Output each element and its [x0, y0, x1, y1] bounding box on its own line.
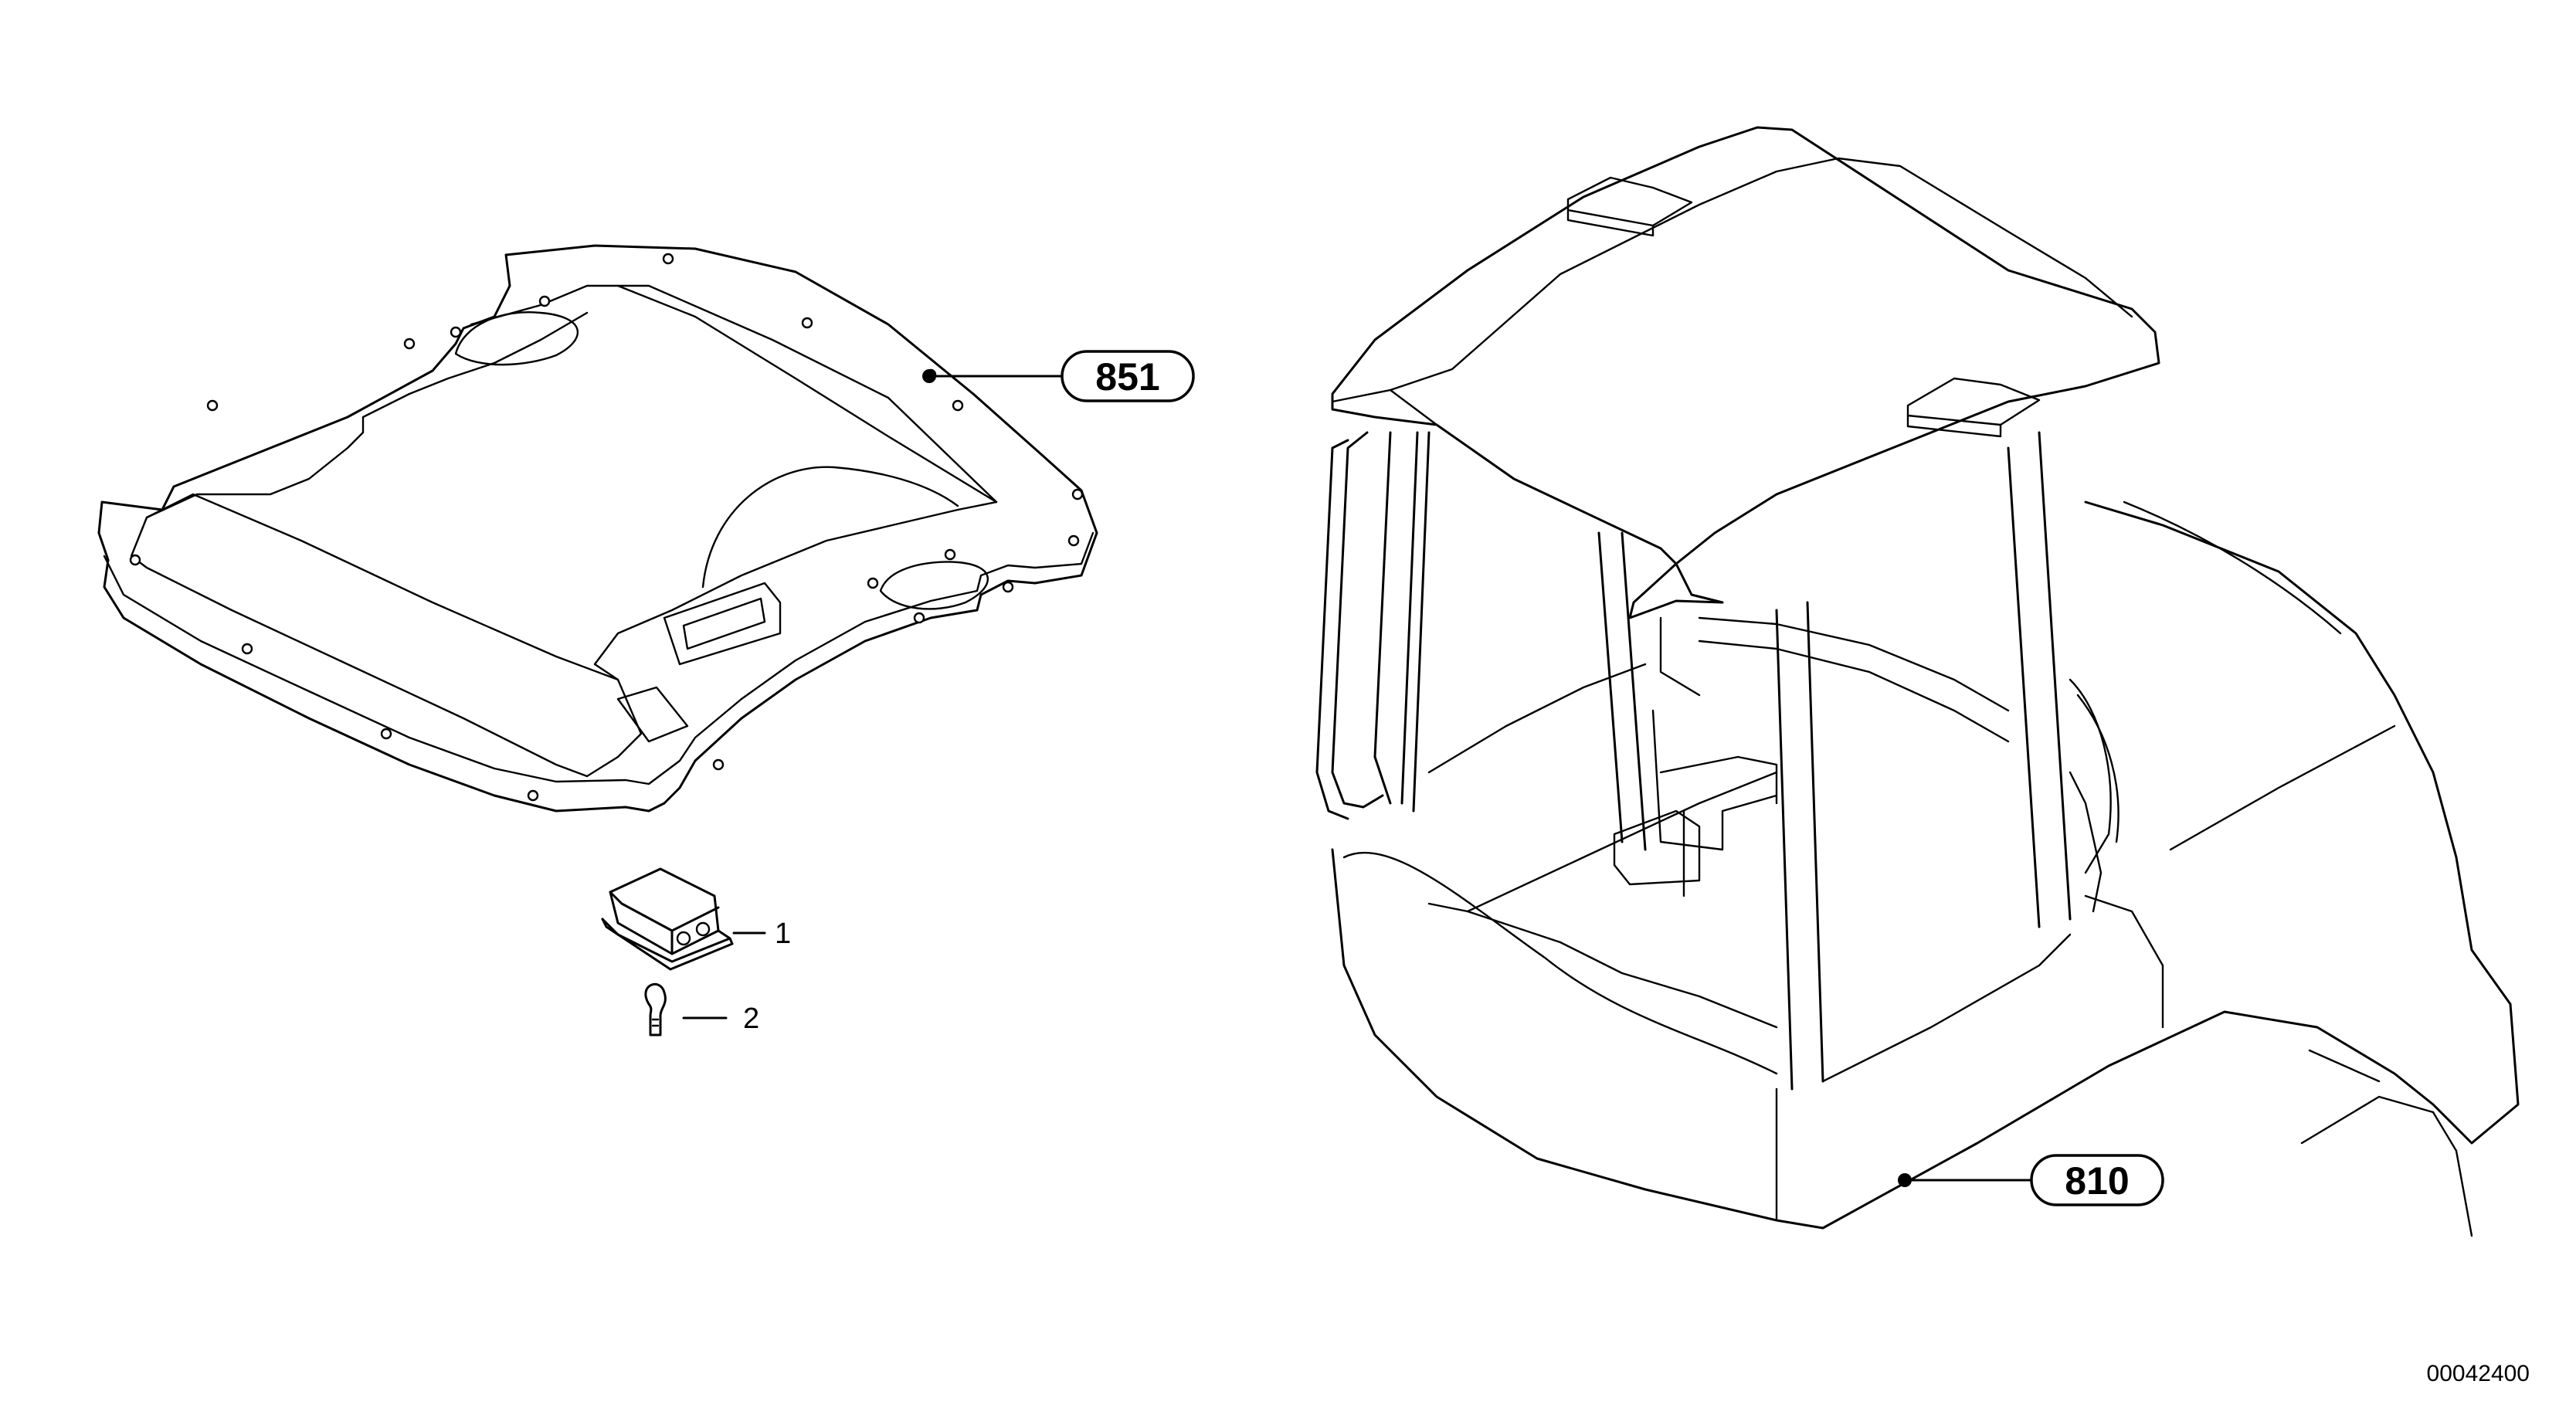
headliner-panel	[97, 244, 1098, 813]
dome-lamp: 1	[601, 867, 791, 971]
callout-label-851: 851	[1095, 355, 1159, 399]
cab-assembly	[1315, 126, 2520, 1237]
item-label-1: 1	[775, 918, 791, 950]
callout-851: 851	[922, 350, 1195, 402]
callout-label-810: 810	[2065, 1159, 2129, 1203]
item-label-2: 2	[743, 1003, 759, 1035]
drawing-number: 00042400	[2427, 1361, 2530, 1386]
callout-810: 810	[1898, 1154, 2164, 1206]
bulb: 2	[644, 982, 759, 1036]
